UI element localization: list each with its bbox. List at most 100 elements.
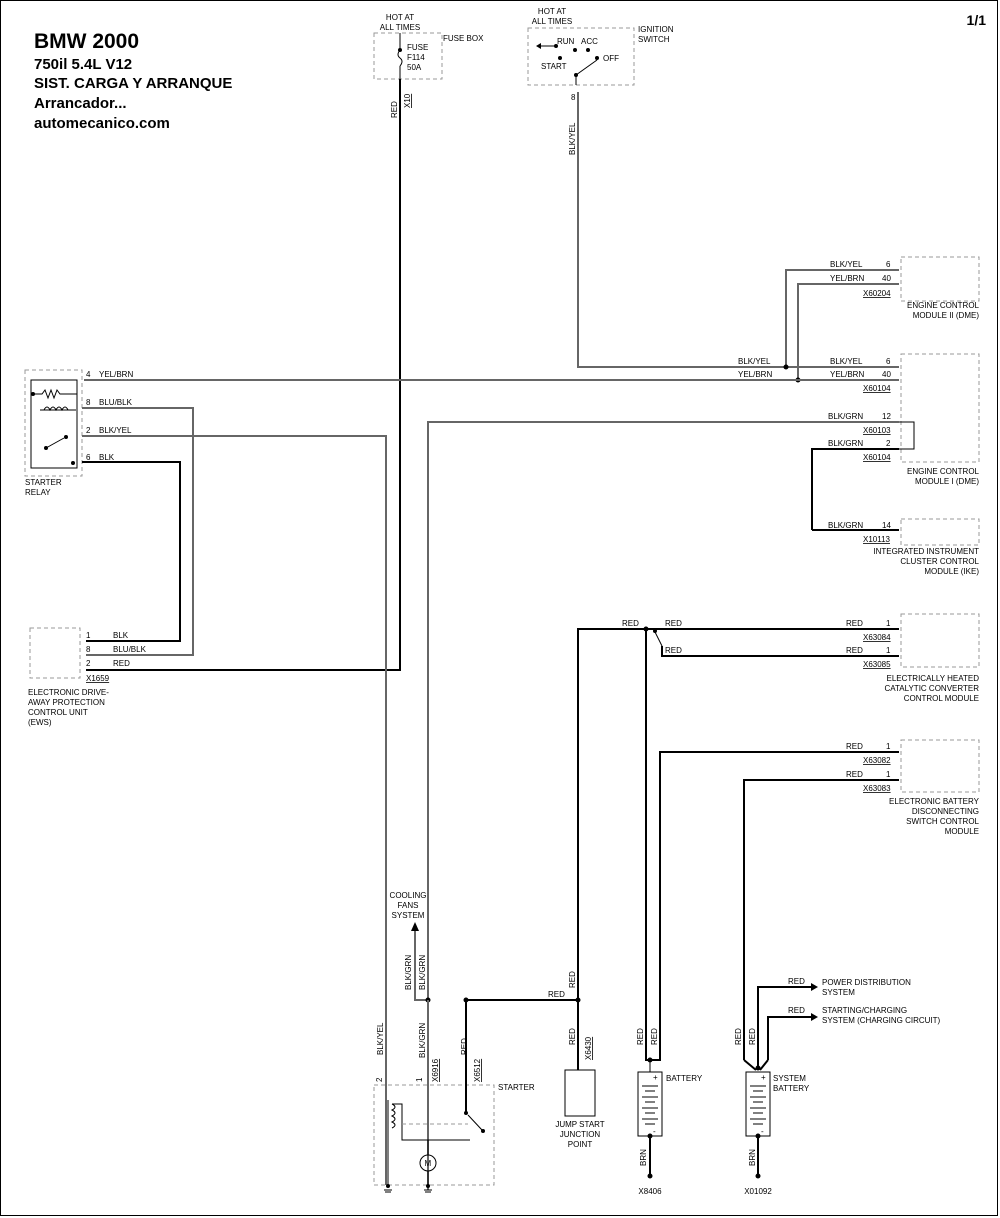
batt-switch-name-4: MODULE bbox=[945, 827, 979, 836]
dme1-wire2: YEL/BRN bbox=[830, 370, 864, 379]
dme1-name: ENGINE CONTROL bbox=[907, 467, 980, 476]
ignition-hot-label-2: ALL TIMES bbox=[532, 17, 572, 26]
ignition-acc: ACC bbox=[581, 37, 598, 46]
dme2-wire1: BLK/YEL bbox=[830, 260, 863, 269]
arrow-right-icon-2 bbox=[811, 1013, 818, 1021]
ignition-wire-color: BLK/YEL bbox=[568, 122, 577, 155]
ews-name-4: (EWS) bbox=[28, 718, 52, 727]
title-make-year: BMW 2000 bbox=[34, 30, 140, 53]
wire-blkgrn-cooling bbox=[414, 931, 428, 1001]
catalytic-name: ELECTRICALLY HEATED bbox=[887, 674, 980, 683]
ignition-hot-label: HOT AT bbox=[538, 7, 566, 16]
ike-connector: X10113 bbox=[863, 535, 891, 544]
jump-name-3: POINT bbox=[568, 1140, 593, 1149]
catalytic-wire1: RED bbox=[846, 619, 863, 628]
dme1-pin1: 6 bbox=[886, 357, 891, 366]
cooling-wire2: BLK/GRN bbox=[418, 955, 427, 990]
wire-yelbrn-dme2 bbox=[797, 283, 899, 380]
sysbatt-wire1: RED bbox=[734, 1028, 743, 1045]
catalytic-pin1: 1 bbox=[886, 619, 891, 628]
batt-switch-name-2: DISCONNECTING bbox=[912, 807, 979, 816]
dme1-connector3: X60104 bbox=[863, 453, 891, 462]
ews-pin2: 2 bbox=[86, 659, 91, 668]
batt-switch-connector2: X63083 bbox=[863, 784, 891, 793]
jump-start-point-box bbox=[564, 1069, 596, 1117]
arrow-left-icon bbox=[536, 43, 541, 49]
fuse-rating: 50A bbox=[407, 63, 422, 72]
starter-connector-c: X6512 bbox=[473, 1058, 482, 1082]
wire-red-jump bbox=[577, 628, 646, 1000]
power-distribution-label-2: SYSTEM bbox=[822, 988, 855, 997]
relay-wire6: BLK bbox=[99, 453, 115, 462]
dme1-connector2: X60103 bbox=[863, 426, 891, 435]
catalytic-pin2: 1 bbox=[886, 646, 891, 655]
ike-name: INTEGRATED INSTRUMENT bbox=[873, 547, 979, 556]
batt-switch-name-3: SWITCH CONTROL bbox=[906, 817, 979, 826]
dme1-wire1: BLK/YEL bbox=[830, 357, 863, 366]
battery-ground-wire: BRN bbox=[639, 1149, 648, 1166]
title-system: SIST. CARGA Y ARRANQUE bbox=[34, 75, 233, 92]
ignition-pin: 8 bbox=[571, 93, 576, 102]
relay-pin2: 2 bbox=[86, 426, 91, 435]
relay-name-2: RELAY bbox=[25, 488, 51, 497]
dme1-left-wire2: YEL/BRN bbox=[738, 370, 772, 379]
dme2-connector: X60204 bbox=[863, 289, 891, 298]
cooling-label-3: SYSTEM bbox=[392, 911, 425, 920]
dme1-pin2: 40 bbox=[882, 370, 891, 379]
wire-red-battery-cat bbox=[645, 628, 899, 1035]
ike-name-2: CLUSTER CONTROL bbox=[900, 557, 979, 566]
starter-wire-c: RED bbox=[460, 1038, 469, 1055]
fuse-symbol-icon bbox=[397, 49, 403, 67]
wire-blk-relay-ews bbox=[82, 461, 181, 642]
relay-pin4: 4 bbox=[86, 370, 91, 379]
ike-wire: BLK/GRN bbox=[828, 521, 863, 530]
title-subsystem: Arrancador... bbox=[34, 95, 127, 112]
starter-pin2: 2 bbox=[375, 1077, 384, 1082]
fuse-id: F114 bbox=[407, 53, 425, 62]
ike-box bbox=[900, 518, 980, 546]
starter-relay bbox=[24, 369, 83, 477]
arrow-up-icon bbox=[411, 922, 419, 931]
fuse-connector: X10 bbox=[403, 93, 412, 108]
ignition-contact-arm bbox=[575, 59, 598, 76]
ews-wire1: BLK bbox=[113, 631, 129, 640]
jump-name-2: JUNCTION bbox=[560, 1130, 601, 1139]
starting-charging-label: STARTING/CHARGING bbox=[822, 1006, 907, 1015]
ignition-run: RUN bbox=[557, 37, 575, 46]
dme1-left-wire1: BLK/YEL bbox=[738, 357, 771, 366]
ews-name: ELECTRONIC DRIVE- bbox=[28, 688, 109, 697]
fuse-wire-color: RED bbox=[390, 101, 399, 118]
starter-name: STARTER bbox=[498, 1083, 535, 1092]
ground-icon bbox=[384, 1189, 392, 1193]
fuse-box: HOT AT ALL TIMES FUSE BOX FUSE F114 50A … bbox=[373, 13, 484, 118]
wire-blublk-relay-ews bbox=[82, 407, 194, 656]
dme1-pin4: 2 bbox=[886, 439, 891, 448]
sysbatt-name: SYSTEM bbox=[773, 1074, 806, 1083]
ignition-name: IGNITION bbox=[638, 25, 674, 34]
wire-blkyel-ignition bbox=[577, 92, 786, 368]
ews-connector: X1659 bbox=[86, 674, 110, 683]
dme1-box bbox=[900, 353, 980, 463]
relay-wire4: YEL/BRN bbox=[99, 370, 133, 379]
wire-red-sysbatt-bsm bbox=[743, 779, 899, 1060]
fusebox-hot-label: HOT AT bbox=[386, 13, 414, 22]
dme1-connector1: X60104 bbox=[863, 384, 891, 393]
starter-connector-b: X6916 bbox=[431, 1058, 440, 1082]
relay-wire8: BLU/BLK bbox=[99, 398, 133, 407]
cooling-label-2: FANS bbox=[398, 901, 419, 910]
battery-ground-point: X8406 bbox=[638, 1187, 662, 1196]
fusebox-hot-label-2: ALL TIMES bbox=[380, 23, 420, 32]
sysbatt-name-2: BATTERY bbox=[773, 1084, 810, 1093]
catalytic-connector2: X63085 bbox=[863, 660, 891, 669]
ike-pin: 14 bbox=[882, 521, 891, 530]
dme1-wire4: BLK/GRN bbox=[828, 439, 863, 448]
ignition-name-2: SWITCH bbox=[638, 35, 670, 44]
relay-pin6: 6 bbox=[86, 453, 91, 462]
starter-wire-d: RED bbox=[548, 990, 565, 999]
ews-box bbox=[29, 627, 81, 679]
wire-blkgrn-starter-dme1 bbox=[427, 421, 899, 1000]
sysbatt-ground-wire: BRN bbox=[748, 1149, 757, 1166]
wire-red-fuse-ews bbox=[86, 79, 401, 671]
